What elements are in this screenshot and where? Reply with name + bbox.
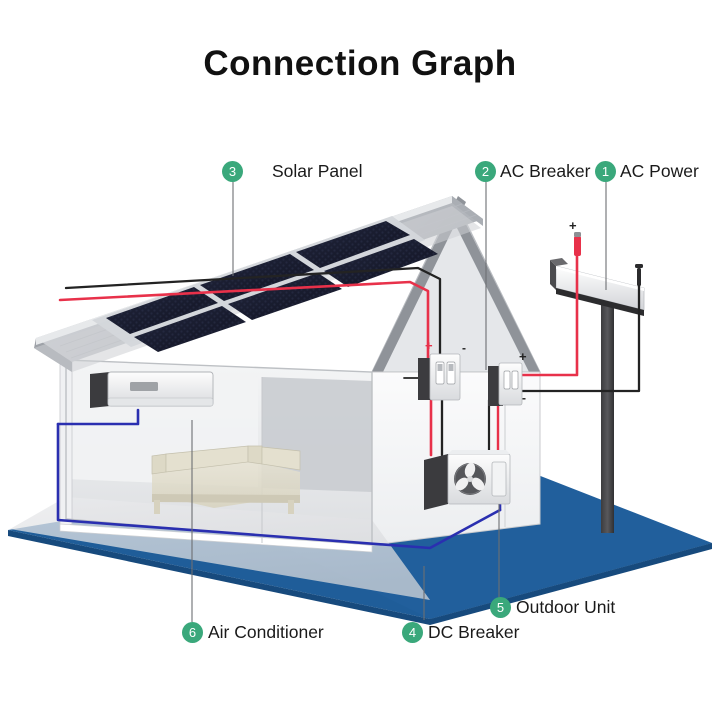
callout-outdoor-unit[interactable]: 5 Outdoor Unit [490, 597, 615, 618]
callout-label-outdoor-unit: Outdoor Unit [516, 597, 616, 617]
callout-badge-1: 1 [595, 161, 616, 182]
callout-ac-power[interactable]: 1 AC Power [595, 161, 699, 182]
callout-label-ac-power: AC Power [620, 161, 699, 181]
callout-solar-panel[interactable]: 3 Solar Panel [222, 161, 362, 182]
fan-blades-icon [455, 462, 485, 491]
callout-badge-4: 4 [402, 622, 423, 643]
callout-ac-breaker[interactable]: 2 AC Breaker [475, 161, 590, 182]
pole-plus-marker: + [569, 218, 577, 233]
leader-lines [191, 182, 607, 622]
dc-plus-marker: + [425, 338, 433, 353]
wire-indoor-to-outdoor-b [56, 422, 502, 550]
callout-label-solar-panel: Solar Panel [272, 161, 363, 181]
wire-ac-positive [509, 254, 579, 377]
indoor-air-conditioner[interactable] [90, 371, 214, 408]
roof [34, 196, 483, 372]
ac-plus-marker: + [519, 349, 527, 364]
callout-badge-5: 5 [490, 597, 511, 618]
callout-dc-breaker[interactable]: 4 DC Breaker [402, 622, 519, 643]
callout-label-ac-breaker: AC Breaker [500, 161, 591, 181]
dc-breaker-box[interactable] [418, 353, 461, 401]
callout-badge-6: 6 [182, 622, 203, 643]
callout-badge-2: 2 [475, 161, 496, 182]
callout-badge-3: 3 [222, 161, 243, 182]
wire-indoor-to-outdoor-a [56, 408, 140, 426]
outdoor-condenser-unit[interactable] [424, 450, 511, 510]
callout-label-air-conditioner: Air Conditioner [208, 622, 324, 642]
ac-breaker-box[interactable] [488, 362, 523, 406]
dc-minus-marker: - [462, 341, 466, 355]
ac-minus-marker: - [522, 391, 526, 405]
callout-air-conditioner[interactable]: 6 Air Conditioner [182, 622, 324, 643]
wire-dc-positive [58, 280, 430, 362]
page-title: Connection Graph [203, 44, 517, 83]
wire-ac-negative [510, 284, 641, 393]
bed [151, 445, 301, 514]
ac-display [130, 382, 158, 391]
callout-label-dc-breaker: DC Breaker [428, 622, 520, 642]
wire-dc-negative [64, 266, 442, 360]
